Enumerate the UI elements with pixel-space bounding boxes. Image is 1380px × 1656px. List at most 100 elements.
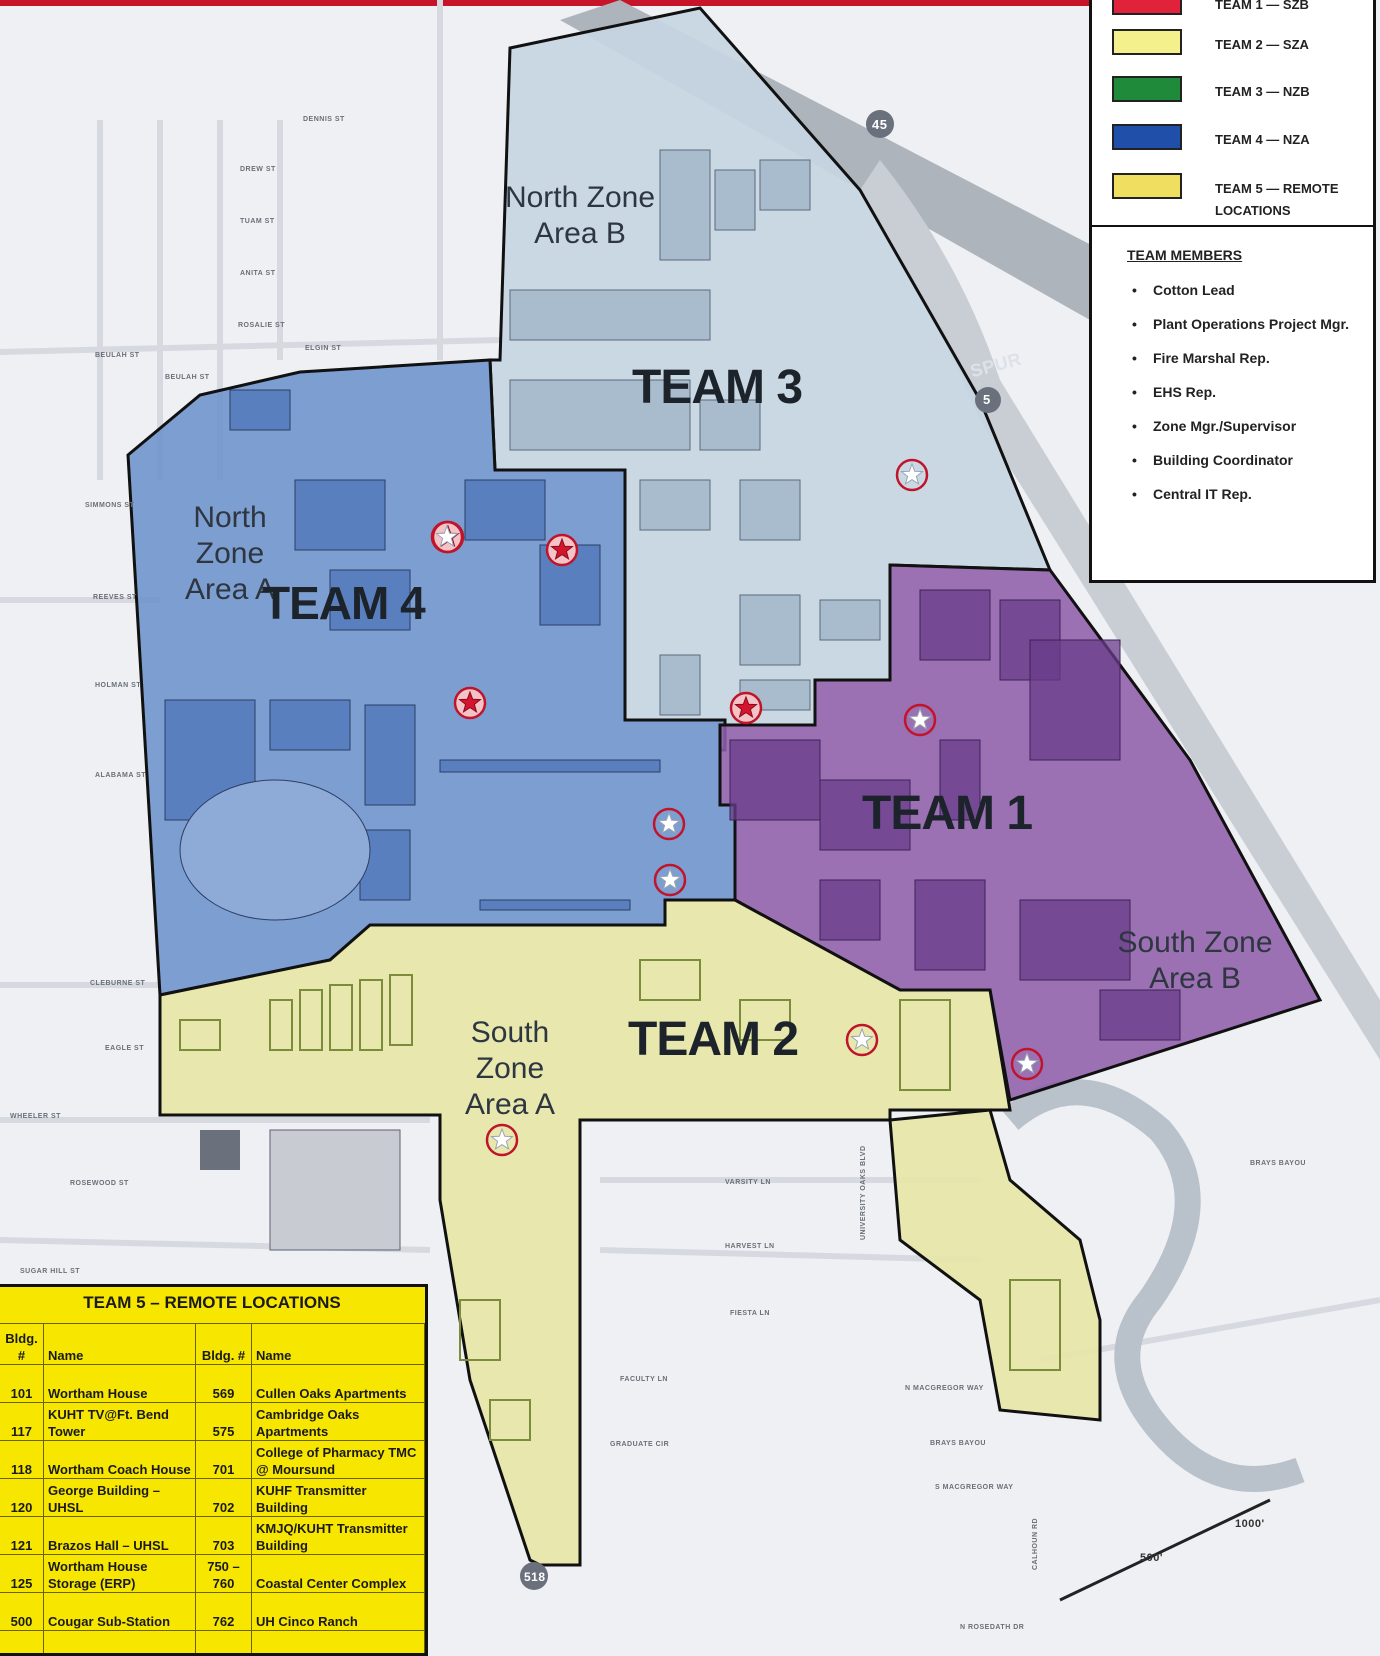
- building-number-cell: 500: [0, 1593, 44, 1631]
- spur-number: 5: [983, 392, 991, 407]
- column-header: Name: [44, 1324, 196, 1365]
- building-name-cell: George Building – UHSL: [44, 1479, 196, 1517]
- team-label-3: TEAM 3: [632, 360, 802, 415]
- column-header: Bldg. #: [196, 1324, 252, 1365]
- building-number-cell: 121: [0, 1517, 44, 1555]
- team-member-item: Central IT Rep.: [1130, 481, 1365, 507]
- legend-swatch: [1112, 29, 1182, 55]
- zone-area-label-team2: South Zone Area A: [435, 1015, 585, 1123]
- building-name-cell: [252, 1631, 425, 1656]
- star-outline-icon: [492, 1129, 513, 1149]
- street-label-varsity: VARSITY LN: [725, 1179, 771, 1186]
- street-label-brays-1: BRAYS BAYOU: [1250, 1160, 1306, 1167]
- legend-entry-team3: TEAM 3 — NZB: [1112, 76, 1367, 106]
- street-label-anita: ANITA ST: [240, 270, 276, 277]
- team-label-1: TEAM 1: [862, 786, 1032, 841]
- team-member-item: Zone Mgr./Supervisor: [1130, 413, 1365, 439]
- building-number-cell: 703: [196, 1517, 252, 1555]
- legend-entry-team2: TEAM 2 — SZA: [1112, 29, 1367, 59]
- legend-entry-team5: TEAM 5 — REMOTE LOCATIONS: [1112, 173, 1367, 203]
- hwy-number: 45: [872, 117, 887, 132]
- column-header: Bldg. #: [0, 1324, 44, 1365]
- street-label-dennis: DENNIS ST: [303, 116, 345, 123]
- building-number-cell: 701: [196, 1441, 252, 1479]
- building-number-cell: 101: [0, 1365, 44, 1403]
- building-name-cell: Wortham Coach House: [44, 1441, 196, 1479]
- street-label-graduate: GRADUATE CIR: [610, 1441, 669, 1448]
- table-row: 501 –Energy Research: [0, 1631, 425, 1656]
- building-number-cell: 750 – 760: [196, 1555, 252, 1593]
- legend-label: TEAM 5 — REMOTE LOCATIONS: [1215, 178, 1375, 222]
- team-member-item: Building Coordinator: [1130, 447, 1365, 473]
- building-name-cell: Cougar Sub-Station: [44, 1593, 196, 1631]
- street-label-wheeler: WHEELER ST: [10, 1113, 61, 1120]
- street-label-university-oaks: UNIVERSITY OAKS BLVD: [860, 1145, 867, 1240]
- building-number-cell: 117: [0, 1403, 44, 1441]
- legend-label: TEAM 3 — NZB: [1215, 81, 1375, 103]
- team-members-list: Cotton Lead Plant Operations Project Mgr…: [1130, 277, 1365, 515]
- legend-swatch: [1112, 0, 1182, 15]
- column-header: Name: [252, 1324, 425, 1365]
- building-number-cell: 118: [0, 1441, 44, 1479]
- building-number-cell: 501 –: [0, 1631, 44, 1656]
- star-outline-icon: [660, 869, 681, 889]
- team-member-item: EHS Rep.: [1130, 379, 1365, 405]
- building-name-cell: KUHF Transmitter Building: [252, 1479, 425, 1517]
- team-member-item: Fire Marshal Rep.: [1130, 345, 1365, 371]
- street-label-rosewood: ROSEWOOD ST: [70, 1180, 129, 1187]
- legend-label: TEAM 2 — SZA: [1215, 34, 1375, 56]
- building-number-cell: 762: [196, 1593, 252, 1631]
- building-name-cell: Brazos Hall – UHSL: [44, 1517, 196, 1555]
- building-number-cell: 702: [196, 1479, 252, 1517]
- legend-entry-team1: TEAM 1 — SZB: [1112, 0, 1367, 19]
- star-outline-icon: [852, 1029, 873, 1049]
- building-number-cell: [196, 1631, 252, 1656]
- star-outline-icon: [1017, 1053, 1038, 1073]
- building-name-cell: College of Pharmacy TMC @ Moursund: [252, 1441, 425, 1479]
- street-label-alabama: ALABAMA ST: [95, 772, 146, 779]
- building-name-cell: UH Cinco Ranch: [252, 1593, 425, 1631]
- team-label-2: TEAM 2: [628, 1012, 798, 1067]
- street-label-sugar: SUGAR HILL ST: [20, 1268, 80, 1275]
- building-number-cell: 575: [196, 1403, 252, 1441]
- legend-panel: TEAM 1 — SZB TEAM 2 — SZA TEAM 3 — NZB T…: [1089, 0, 1376, 583]
- street-label-beulah-1: BEULAH ST: [95, 352, 140, 359]
- building-name-cell: Cullen Oaks Apartments: [252, 1365, 425, 1403]
- street-label-eagle: EAGLE ST: [105, 1045, 144, 1052]
- legend-divider: [1092, 225, 1373, 227]
- legend-entry-team4: TEAM 4 — NZA: [1112, 124, 1367, 154]
- building-number-cell: 569: [196, 1365, 252, 1403]
- star-outline-icon: [659, 813, 680, 833]
- building-name-cell: KMJQ/KUHT Transmitter Building: [252, 1517, 425, 1555]
- legend-label: TEAM 4 — NZA: [1215, 129, 1375, 151]
- street-label-drew: DREW ST: [240, 166, 276, 173]
- street-label-n-macgregor: N MACGREGOR WAY: [905, 1385, 984, 1392]
- street-label-cleburne: CLEBURNE ST: [90, 980, 145, 987]
- legend-label: TEAM 1 — SZB: [1215, 0, 1375, 16]
- building-name-cell: Wortham House: [44, 1365, 196, 1403]
- building-number-cell: 125: [0, 1555, 44, 1593]
- remote-table-title: TEAM 5 – REMOTE LOCATIONS: [0, 1293, 425, 1313]
- legend-swatch: [1112, 173, 1182, 199]
- building-name-cell: Cambridge Oaks Apartments: [252, 1403, 425, 1441]
- street-label-simmons: SIMMONS ST: [85, 502, 134, 509]
- scale-500: 500': [1140, 1552, 1163, 1564]
- legend-swatch: [1112, 124, 1182, 150]
- street-label-elgin: ELGIN ST: [305, 345, 341, 352]
- street-label-calhoun: CALHOUN RD: [1032, 1518, 1039, 1570]
- street-label-faculty: FACULTY LN: [620, 1376, 668, 1383]
- team-members-title: TEAM MEMBERS: [1127, 247, 1242, 263]
- team-member-item: Cotton Lead: [1130, 277, 1365, 303]
- street-label-s-macgregor: S MACGREGOR WAY: [935, 1484, 1013, 1491]
- street-label-fiesta: FIESTA LN: [730, 1310, 770, 1317]
- team-member-item: Plant Operations Project Mgr.: [1130, 311, 1365, 337]
- street-label-holman: HOLMAN ST: [95, 682, 141, 689]
- building-number-cell: 120: [0, 1479, 44, 1517]
